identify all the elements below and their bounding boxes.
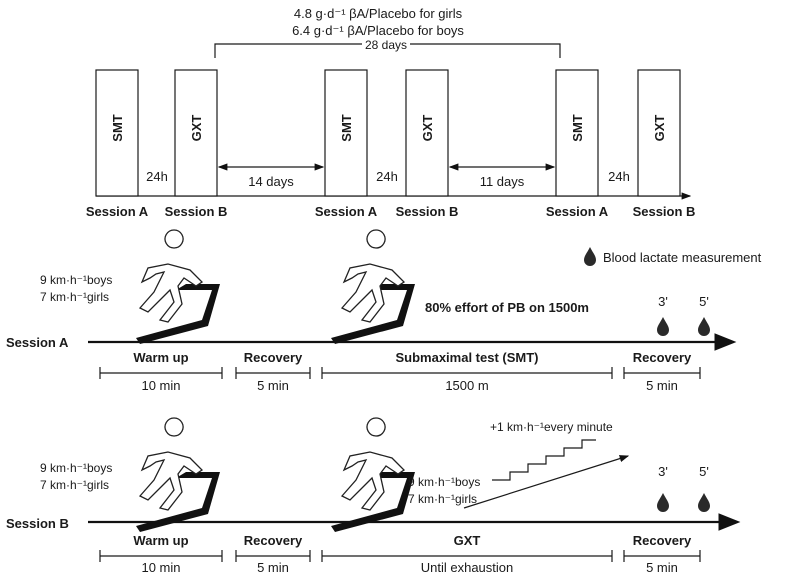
session-a-duration-warmup: 10 min	[141, 378, 180, 393]
session-label-4: Session B	[396, 204, 459, 219]
session-a-name: Session A	[6, 335, 69, 350]
box-gxt-1	[174, 69, 218, 197]
box-gxt-2	[405, 69, 449, 197]
session-a-effort: 80% effort of PB on 1500m	[425, 300, 589, 315]
gap-11-days: 11 days	[480, 174, 525, 189]
session-b-gxt-girls: 7 km·h⁻¹girls	[408, 492, 477, 506]
session-a-phase-smt: Submaximal test (SMT)	[395, 350, 538, 365]
session-b-phase-recovery2: Recovery	[633, 533, 692, 548]
session-b-duration-recovery2: 5 min	[646, 560, 678, 575]
session-b-duration-gxt: Until exhaustion	[421, 560, 514, 575]
blood-drop-icon	[698, 317, 710, 336]
runner-icon	[341, 229, 405, 323]
session-b-duration-brackets	[99, 550, 701, 562]
speed-increment-arrow	[463, 455, 630, 509]
session-label-6: Session B	[633, 204, 696, 219]
box-smt-1	[95, 69, 139, 197]
session-b-gxt-boys: 9 km·h⁻¹boys	[408, 475, 480, 489]
gap-24h-3: 24h	[608, 169, 630, 184]
gap-24h-1: 24h	[146, 169, 168, 184]
runner-icon	[139, 229, 203, 323]
session-b-phase-gxt: GXT	[454, 533, 481, 548]
session-a-duration-brackets	[99, 367, 701, 379]
dose-boys-text: 6.4 g·d⁻¹ βA/Placebo for boys	[292, 23, 464, 38]
gap-labels: 24h 14 days 24h 11 days 24h	[146, 163, 630, 189]
box-smt-2-label: SMT	[339, 114, 354, 142]
box-smt-3-label: SMT	[570, 114, 585, 142]
session-label-3: Session A	[315, 204, 378, 219]
runner-icon	[341, 417, 405, 511]
box-smt-2	[324, 69, 368, 197]
box-gxt-1-label: GXT	[189, 115, 204, 142]
session-b-panel: 9 km·h⁻¹boys 7 km·h⁻¹girls 9 km·h⁻¹boys …	[6, 417, 741, 575]
session-label-2: Session B	[165, 204, 228, 219]
session-b-time-3: 3'	[658, 464, 668, 479]
span-bracket: 28 days	[214, 38, 561, 58]
session-a-phase-warmup: Warm up	[133, 350, 188, 365]
box-gxt-3-label: GXT	[652, 115, 667, 142]
session-a-phase-recovery1: Recovery	[244, 350, 303, 365]
box-gxt-3	[637, 69, 681, 197]
box-gxt-2-label: GXT	[420, 115, 435, 142]
session-a-duration-recovery1: 5 min	[257, 378, 289, 393]
legend: Blood lactate measurement	[584, 247, 762, 266]
session-b-duration-warmup: 10 min	[141, 560, 180, 575]
session-b-speed-girls: 7 km·h⁻¹girls	[40, 478, 109, 492]
legend-lactate-label: Blood lactate measurement	[603, 250, 762, 265]
dose-girls-text: 4.8 g·d⁻¹ βA/Placebo for girls	[294, 6, 463, 21]
session-a-time-3: 3'	[658, 294, 668, 309]
session-b-duration-recovery1: 5 min	[257, 560, 289, 575]
session-b-phase-warmup: Warm up	[133, 533, 188, 548]
box-smt-1-label: SMT	[110, 114, 125, 142]
session-labels: Session A Session B Session A Session B …	[86, 204, 696, 219]
session-a-panel: 9 km·h⁻¹boys 7 km·h⁻¹girls 80% effort of…	[6, 229, 737, 393]
speed-increment-steps	[492, 439, 596, 481]
blood-drop-icon	[657, 317, 669, 336]
session-label-1: Session A	[86, 204, 149, 219]
blood-drop-icon	[657, 493, 669, 512]
session-b-phase-recovery1: Recovery	[244, 533, 303, 548]
runner-icon	[139, 417, 203, 511]
blood-drop-icon	[698, 493, 710, 512]
gap-24h-2: 24h	[376, 169, 398, 184]
session-b-increment: +1 km·h⁻¹every minute	[490, 420, 613, 434]
box-smt-3	[555, 69, 599, 197]
session-b-name: Session B	[6, 516, 69, 531]
dose-header: 4.8 g·d⁻¹ βA/Placebo for girls 6.4 g·d⁻¹…	[292, 6, 464, 38]
session-a-duration-smt: 1500 m	[445, 378, 488, 393]
blood-drop-icon	[584, 247, 596, 266]
session-a-phase-recovery2: Recovery	[633, 350, 692, 365]
gap-14-days: 14 days	[248, 174, 294, 189]
session-a-duration-recovery2: 5 min	[646, 378, 678, 393]
session-boxes: SMT GXT SMT GXT SMT GXT	[95, 69, 681, 197]
session-label-5: Session A	[546, 204, 609, 219]
span-28-days-label: 28 days	[365, 38, 407, 52]
session-a-speed-boys: 9 km·h⁻¹boys	[40, 273, 112, 287]
session-a-speed-girls: 7 km·h⁻¹girls	[40, 290, 109, 304]
session-b-speed-boys: 9 km·h⁻¹boys	[40, 461, 112, 475]
session-b-time-5: 5'	[699, 464, 709, 479]
session-a-time-5: 5'	[699, 294, 709, 309]
